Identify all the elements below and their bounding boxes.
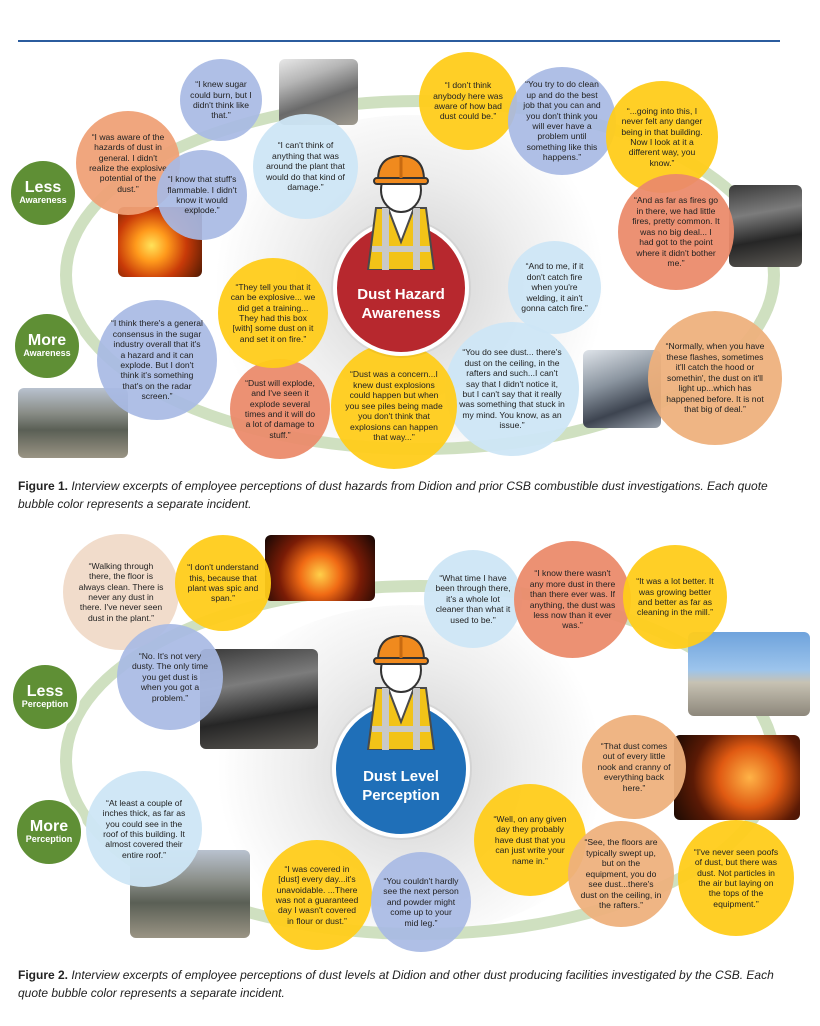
quote-bubble: “Dust will explode, and I've seen it exp…	[230, 359, 330, 459]
quote-bubble: “I think there's a general consensus in …	[97, 300, 217, 420]
figure-2-dust-level-perception: “Walking through there, the floor is alw…	[0, 525, 820, 955]
quote-text: “I don't understand this, because that p…	[187, 562, 259, 604]
quote-bubble: “I know there wasn't any more dust in th…	[514, 541, 631, 658]
photo-aerial-plant	[18, 388, 128, 458]
quote-bubble: “What time I have been through there, it…	[424, 550, 522, 648]
quote-text: “And to me, if it don't catch fire when …	[521, 261, 588, 314]
top-rule	[18, 40, 780, 42]
quote-text: “Dust will explode, and I've seen it exp…	[244, 377, 316, 440]
tag-sublabel: Perception	[21, 699, 69, 710]
quote-text: “What time I have been through there, it…	[435, 572, 511, 625]
tag-label: Less	[24, 178, 62, 196]
quote-text: “No. It's not very dusty. The only time …	[131, 650, 209, 703]
hub-title-line2: Perception	[362, 787, 440, 804]
quote-bubble: “And as far as fires go in there, we had…	[618, 174, 734, 290]
quote-text: “Walking through there, the floor is alw…	[78, 560, 164, 623]
quote-text: “You do see dust... there's dust on the …	[459, 347, 565, 431]
quote-bubble: “At least a couple of inches thick, as f…	[86, 771, 202, 887]
hub-title-line1: Dust Hazard	[357, 286, 445, 304]
quote-text: “I don't think anybody here was aware of…	[433, 80, 503, 122]
quote-bubble: “I've never seen poofs of dust, but ther…	[678, 820, 794, 936]
quote-bubble: “I know that stuff's flammable. I didn't…	[157, 150, 247, 240]
quote-bubble: “I was covered in [dust] every day...it'…	[262, 840, 372, 950]
hardhat-worker-icon	[366, 154, 436, 270]
quote-bubble: “Dust was a concern...I knew dust explos…	[331, 343, 457, 469]
hardhat-worker-icon	[366, 634, 436, 750]
more-awareness-tag: More Awareness	[12, 311, 82, 381]
figure-2-caption: Figure 2. Interview excerpts of employee…	[18, 966, 798, 1002]
quote-bubble: “I can't think of anything that was arou…	[253, 114, 358, 219]
quote-bubble: “You try to do clean up and do the best …	[508, 67, 616, 175]
caption-text: Interview excerpts of employee perceptio…	[18, 479, 768, 511]
more-perception-tag: More Perception	[14, 797, 84, 867]
quote-text: “...going into this, I never felt any da…	[621, 105, 703, 168]
quote-text: “I can't think of anything that was arou…	[266, 140, 345, 193]
quote-text: “I know that stuff's flammable. I didn't…	[167, 174, 237, 216]
tag-label: Less	[26, 682, 64, 700]
caption-label: Figure 2.	[18, 968, 69, 982]
less-perception-tag: Less Perception	[10, 662, 80, 732]
quote-text: “You couldn't hardly see the next person…	[383, 875, 459, 928]
quote-text: “I knew sugar could burn, but I didn't t…	[190, 79, 252, 121]
tag-sublabel: Perception	[25, 834, 73, 845]
quote-bubble: “I don't think anybody here was aware of…	[419, 52, 517, 150]
tag-sublabel: Awareness	[19, 195, 67, 206]
quote-text: “That dust comes out of every little noo…	[597, 740, 671, 793]
tag-sublabel: Awareness	[23, 348, 71, 359]
quote-bubble: “You do see dust... there's dust on the …	[445, 322, 579, 456]
quote-text: “I know there wasn't any more dust in th…	[529, 568, 616, 631]
less-awareness-tag: Less Awareness	[8, 158, 78, 228]
quote-bubble: “And to me, if it don't catch fire when …	[508, 241, 601, 334]
quote-bubble: “Normally, when you have these flashes, …	[648, 311, 782, 445]
quote-text: “It was a lot better. It was growing bet…	[636, 576, 714, 618]
quote-bubble: “You couldn't hardly see the next person…	[371, 852, 471, 952]
photo-night-fire	[674, 735, 800, 820]
caption-label: Figure 1.	[18, 479, 69, 493]
caption-text: Interview excerpts of employee perceptio…	[18, 968, 774, 1000]
photo-fire	[265, 535, 375, 601]
quote-text: “At least a couple of inches thick, as f…	[102, 797, 186, 860]
figure-1-dust-hazard-awareness: “I knew sugar could burn, but I didn't t…	[0, 45, 820, 475]
tag-label: More	[27, 331, 67, 349]
hub-title-line2: Awareness	[361, 305, 441, 322]
figure-1-caption: Figure 1. Interview excerpts of employee…	[18, 477, 798, 513]
quote-text: “I think there's a general consensus in …	[111, 318, 203, 402]
quote-bubble: “I knew sugar could burn, but I didn't t…	[180, 59, 262, 141]
photo-burned-interior	[729, 185, 802, 267]
photo-damaged-plant	[688, 632, 810, 716]
quote-bubble: “It was a lot better. It was growing bet…	[623, 545, 727, 649]
quote-text: “Dust was a concern...I knew dust explos…	[345, 369, 443, 443]
tag-label: More	[29, 817, 69, 835]
quote-text: “I've never seen poofs of dust, but ther…	[693, 846, 779, 909]
quote-bubble: “See, the floors are typically swept up,…	[568, 821, 674, 927]
quote-bubble: “They tell you that it can be explosive.…	[218, 258, 328, 368]
quote-text: “See, the floors are typically swept up,…	[580, 837, 662, 911]
quote-text: “I was covered in [dust] every day...it'…	[275, 863, 359, 926]
hub-title-line1: Dust Level	[363, 768, 439, 786]
quote-bubble: “...going into this, I never felt any da…	[606, 81, 718, 193]
quote-bubble: “Well, on any given day they probably ha…	[474, 784, 586, 896]
quote-bubble: “That dust comes out of every little noo…	[582, 715, 686, 819]
quote-text: “Normally, when you have these flashes, …	[665, 341, 765, 415]
quote-text: “Well, on any given day they probably ha…	[493, 813, 567, 866]
photo-steel-frame	[279, 59, 358, 125]
quote-text: “They tell you that it can be explosive.…	[230, 281, 316, 344]
quote-text: “I was aware of the hazards of dust in g…	[89, 131, 167, 194]
quote-text: “And as far as fires go in there, we had…	[632, 195, 720, 269]
quote-bubble: “No. It's not very dusty. The only time …	[117, 624, 223, 730]
quote-text: “You try to do clean up and do the best …	[523, 79, 601, 163]
quote-bubble: “I don't understand this, because that p…	[175, 535, 271, 631]
